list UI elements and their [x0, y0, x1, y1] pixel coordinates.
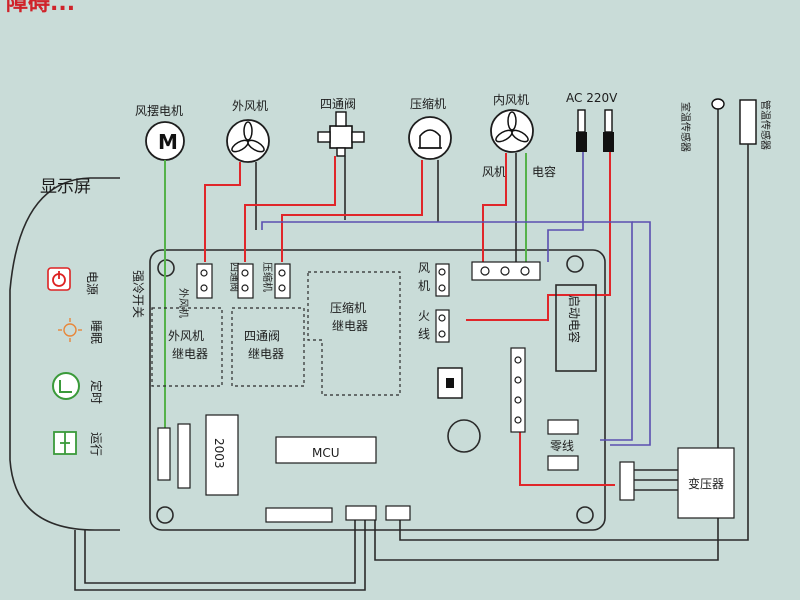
- header-fragment: 障碍...: [6, 0, 75, 16]
- display-panel: [9, 177, 120, 531]
- relay-fourway-line1: 四通阀: [244, 329, 280, 343]
- mount-hole: [576, 506, 594, 524]
- wire-ac-live: [466, 152, 611, 321]
- chip-mcu: [275, 436, 377, 464]
- term-compressor[interactable]: [274, 263, 291, 299]
- bottom-header-1[interactable]: [265, 507, 333, 523]
- sleep-icon: [58, 318, 82, 342]
- power-icon: [47, 267, 71, 291]
- relay-compressor-line1: 压缩机: [330, 300, 366, 315]
- wire-display-cable: [74, 520, 366, 591]
- plug-icon: [576, 109, 587, 152]
- outdoor-fan-label: 外风机: [232, 99, 268, 113]
- wire-display-cable-2: [84, 520, 356, 584]
- pipe-sensor-icon: [739, 99, 757, 145]
- indoor-fan-icon: [490, 109, 534, 153]
- transformer-label: 变压器: [688, 476, 724, 491]
- relay-fourway-line2: 继电器: [248, 347, 284, 361]
- neutral-label: 零线: [550, 439, 574, 453]
- plug-icon: [603, 109, 614, 152]
- mount-hole: [156, 506, 174, 524]
- capacitor-tag: 电容: [532, 164, 556, 179]
- relay-outdoor-fan: [151, 307, 223, 387]
- four-way-valve-icon: [317, 111, 365, 157]
- pipe-sensor-label: 管温传感器: [759, 100, 772, 150]
- term-four-way[interactable]: [237, 263, 254, 299]
- relay-compressor: [307, 271, 401, 396]
- display-connector[interactable]: [157, 427, 171, 481]
- relay-outdoor-line2: 继电器: [172, 347, 208, 361]
- room-sensor-icon: [711, 98, 725, 130]
- sleep-label: 睡眠: [89, 320, 103, 344]
- swing-motor-label: 风摆电机: [135, 104, 183, 118]
- relay-four-way: [231, 307, 305, 387]
- start-capacitor-label: 启动电容: [567, 295, 582, 343]
- term-outdoor-fan-label: 外风机: [177, 288, 190, 318]
- wire-outdoor-fan: [204, 162, 241, 262]
- chip-mcu-label: MCU: [312, 446, 340, 460]
- wire-compressor: [281, 160, 423, 262]
- relay-header[interactable]: [510, 347, 526, 433]
- ac-supply-label: AC 220V: [566, 91, 618, 105]
- live-terminal-label-1: 火: [418, 309, 430, 323]
- indoor-fan-label: 内风机: [493, 93, 529, 107]
- run-label: 运行: [89, 432, 103, 456]
- bottom-header-2[interactable]: [345, 505, 377, 521]
- wire-room-sensor: [374, 130, 719, 561]
- buzzer-icon: [447, 419, 481, 453]
- control-board: [149, 249, 606, 531]
- sensor-connector[interactable]: [177, 423, 191, 489]
- mount-hole: [566, 255, 584, 273]
- wire-relay-return: [519, 430, 615, 486]
- neutral-terminal-top[interactable]: [547, 419, 579, 435]
- four-way-valve-label: 四通阀: [320, 97, 356, 111]
- relay-compressor-line2: 继电器: [332, 319, 368, 333]
- fan-terminal-label-2: 机: [418, 279, 430, 293]
- wire-neutral-bus-2: [610, 221, 651, 446]
- wire-indoor-fan: [482, 153, 507, 262]
- wire-ac-neutral: [547, 152, 584, 262]
- compressor-icon: [408, 116, 452, 160]
- timer-icon: [52, 372, 80, 400]
- term-compressor-label: 压缩机: [261, 262, 274, 292]
- opto-chip: [437, 367, 463, 399]
- neutral-terminal-bottom[interactable]: [547, 455, 579, 471]
- timer-label: 定时: [89, 380, 104, 404]
- live-terminal-label-2: 线: [418, 327, 430, 341]
- switch-label: 强冷开关: [131, 270, 145, 318]
- swing-motor-letter: M: [158, 130, 178, 154]
- fan-tag: 风机: [482, 165, 506, 179]
- relay-outdoor-line1: 外风机: [168, 329, 204, 343]
- compressor-label: 压缩机: [410, 96, 446, 111]
- transformer: [677, 447, 735, 519]
- fan-terminal-label-1: 风: [418, 261, 430, 275]
- outdoor-fan-icon: [226, 119, 270, 163]
- chip-2003-label: 2003: [212, 438, 226, 469]
- term-outdoor-fan[interactable]: [196, 263, 213, 299]
- bottom-header-3[interactable]: [385, 505, 411, 521]
- transformer-connector[interactable]: [619, 461, 635, 501]
- run-icon: [53, 431, 77, 455]
- wire-pipe-sensor: [399, 144, 749, 541]
- room-sensor-label: 室温传感器: [679, 102, 692, 152]
- power-label: 电源: [85, 271, 99, 295]
- wire-four-way: [244, 156, 336, 262]
- display-title: 显示屏: [40, 177, 91, 197]
- chip-2003: [205, 414, 239, 496]
- start-capacitor: [555, 284, 597, 372]
